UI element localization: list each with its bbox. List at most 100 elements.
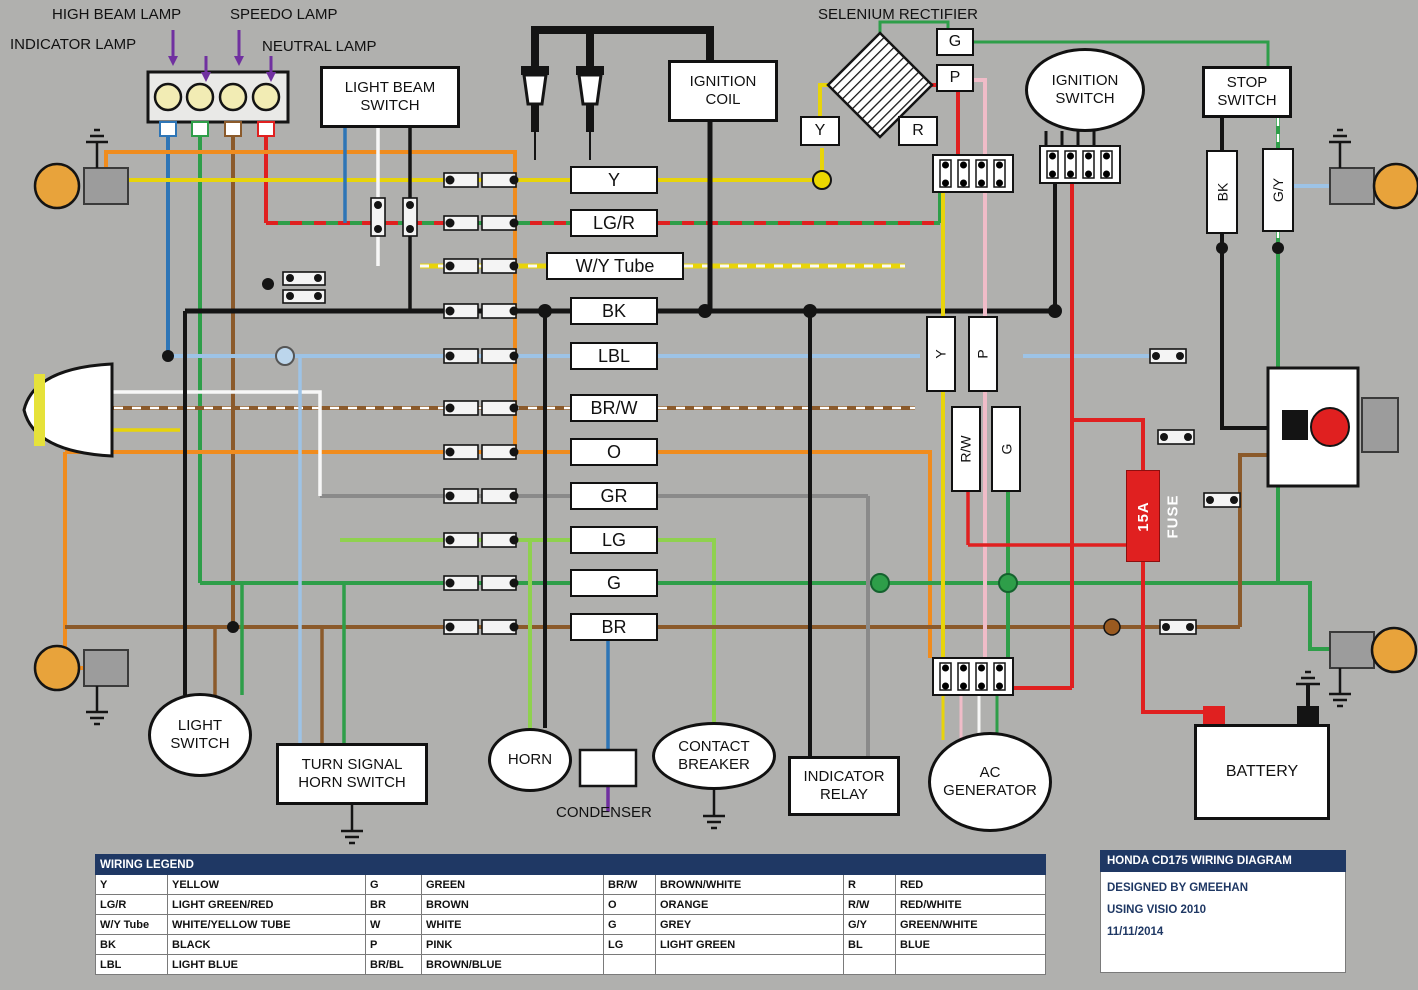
vtag-gy: G/Y: [1262, 148, 1294, 232]
red-wires: [930, 83, 1214, 714]
legend-cell: O: [603, 894, 656, 915]
ground-symbols: [86, 128, 1351, 845]
spark-plugs: [521, 26, 714, 160]
tail-lamp-assembly: [1266, 366, 1399, 488]
high-beam-lamp-label: HIGH BEAM LAMP: [52, 6, 182, 23]
fuse-word-text: FUSE: [1164, 493, 1182, 539]
vtag-y-text: Y: [933, 349, 949, 359]
vtag-rw-text: R/W: [958, 435, 974, 463]
wire-label-o: O: [570, 438, 658, 466]
legend-cell: YELLOW: [167, 874, 366, 895]
connector-strip-ignition: [1039, 145, 1121, 184]
wire-label-y: Y: [570, 166, 658, 194]
instrument-lamp-cluster: [146, 70, 290, 137]
light-beam-switch: LIGHT BEAM SWITCH: [320, 66, 460, 128]
legend-cell: GREEN/WHITE: [894, 914, 1047, 935]
junction-dots: [162, 170, 1284, 636]
speedo-lamp-label: SPEEDO LAMP: [230, 6, 338, 23]
tag-r: R: [898, 116, 938, 146]
legend-cell: PINK: [421, 934, 604, 955]
legend-cell: BR: [365, 894, 422, 915]
wire-label-lg: LG: [570, 526, 658, 554]
contact-breaker: CONTACT BREAKER: [652, 722, 776, 790]
selenium-rectifier-label: SELENIUM RECTIFIER: [818, 6, 979, 23]
battery-terminals: [1203, 706, 1319, 726]
legend-cell: R/W: [843, 894, 896, 915]
wire-label-lgr: LG/R: [570, 209, 658, 237]
fuse-15a: 15A: [1126, 470, 1160, 562]
legend-cell: Y: [95, 874, 168, 895]
tag-g: G: [936, 28, 974, 56]
legend-cell: BR/BL: [365, 954, 422, 975]
legend-cell: LG: [603, 934, 656, 955]
legend-cell: BLUE: [894, 934, 1047, 955]
legend-cell: BK: [95, 934, 168, 955]
stop-switch: STOP SWITCH: [1202, 66, 1292, 118]
legend-cell: BR/W: [603, 874, 656, 895]
light-switch: LIGHT SWITCH: [148, 693, 252, 777]
legend-cell: [655, 954, 844, 975]
vtag-g: G: [991, 406, 1021, 492]
wire-label-bk: BK: [570, 297, 658, 325]
legend-cell: [603, 954, 656, 975]
neutral-lamp-label: NEUTRAL LAMP: [262, 38, 377, 55]
spark-plug-left: [521, 66, 549, 160]
legend-cell: G: [603, 914, 656, 935]
wire-label-lbl: LBL: [570, 342, 658, 370]
ignition-coil: IGNITION COIL: [668, 60, 778, 122]
battery: BATTERY: [1194, 724, 1330, 820]
vtag-gy-text: G/Y: [1270, 177, 1286, 203]
legend-cell: RED: [894, 874, 1047, 895]
ac-generator: AC GENERATOR: [928, 732, 1052, 832]
wire-rows-right: [658, 148, 1330, 722]
turn-signal-horn-switch: TURN SIGNAL HORN SWITCH: [276, 743, 428, 805]
legend-cell: G: [365, 874, 422, 895]
connector-strip-generator: [932, 657, 1014, 696]
pilot-lamp: [275, 346, 295, 366]
title-block-software: USING VISIO 2010: [1107, 904, 1207, 916]
tag-p: P: [936, 64, 974, 92]
wire-label-br: BR: [570, 613, 658, 641]
legend-title: WIRING LEGEND: [94, 854, 1047, 875]
legend-cell: GREEN: [421, 874, 604, 895]
legend-cell: [843, 954, 896, 975]
legend-cell: BLACK: [167, 934, 366, 955]
title-block-designer: DESIGNED BY GMEEHAN: [1107, 882, 1249, 894]
bullet-connectors: [262, 172, 1241, 635]
legend-cell: ORANGE: [655, 894, 844, 915]
wire-label-gr: GR: [570, 482, 658, 510]
vtag-g-text: G: [997, 443, 1014, 455]
legend-cell: LIGHT BLUE: [167, 954, 366, 975]
legend-cell: LIGHT GREEN/RED: [167, 894, 366, 915]
title-block-date: 11/11/2014: [1107, 926, 1164, 938]
legend-cell: P: [365, 934, 422, 955]
lower-left-wires: [112, 128, 412, 743]
title-block: HONDA CD175 WIRING DIAGRAM DESIGNED BY G…: [1100, 850, 1346, 973]
label-pointer-arrows: [168, 30, 276, 82]
indicator-lamp-label: INDICATOR LAMP: [10, 36, 137, 53]
horn: HORN: [488, 728, 572, 792]
vtag-p: P: [968, 316, 998, 392]
fuse-word: FUSE: [1158, 470, 1188, 562]
legend-cell: R: [843, 874, 896, 895]
indicator-relay: INDICATOR RELAY: [788, 756, 900, 816]
vtag-p-text: P: [975, 349, 991, 359]
condenser-body: [578, 748, 638, 788]
vtag-bk-text: BK: [1214, 182, 1230, 202]
legend-cell: [894, 954, 1047, 975]
legend-cell: W: [365, 914, 422, 935]
wire-label-brw: BR/W: [570, 394, 658, 422]
legend-cell: LIGHT GREEN: [655, 934, 844, 955]
wire-label-wy-tube: W/Y Tube: [546, 252, 684, 280]
legend-cell: BROWN/WHITE: [655, 874, 844, 895]
legend-cell: BROWN/BLUE: [421, 954, 604, 975]
selenium-rectifier-symbol: [826, 31, 934, 139]
legend-cell: G/Y: [843, 914, 896, 935]
legend-cell: BL: [843, 934, 896, 955]
